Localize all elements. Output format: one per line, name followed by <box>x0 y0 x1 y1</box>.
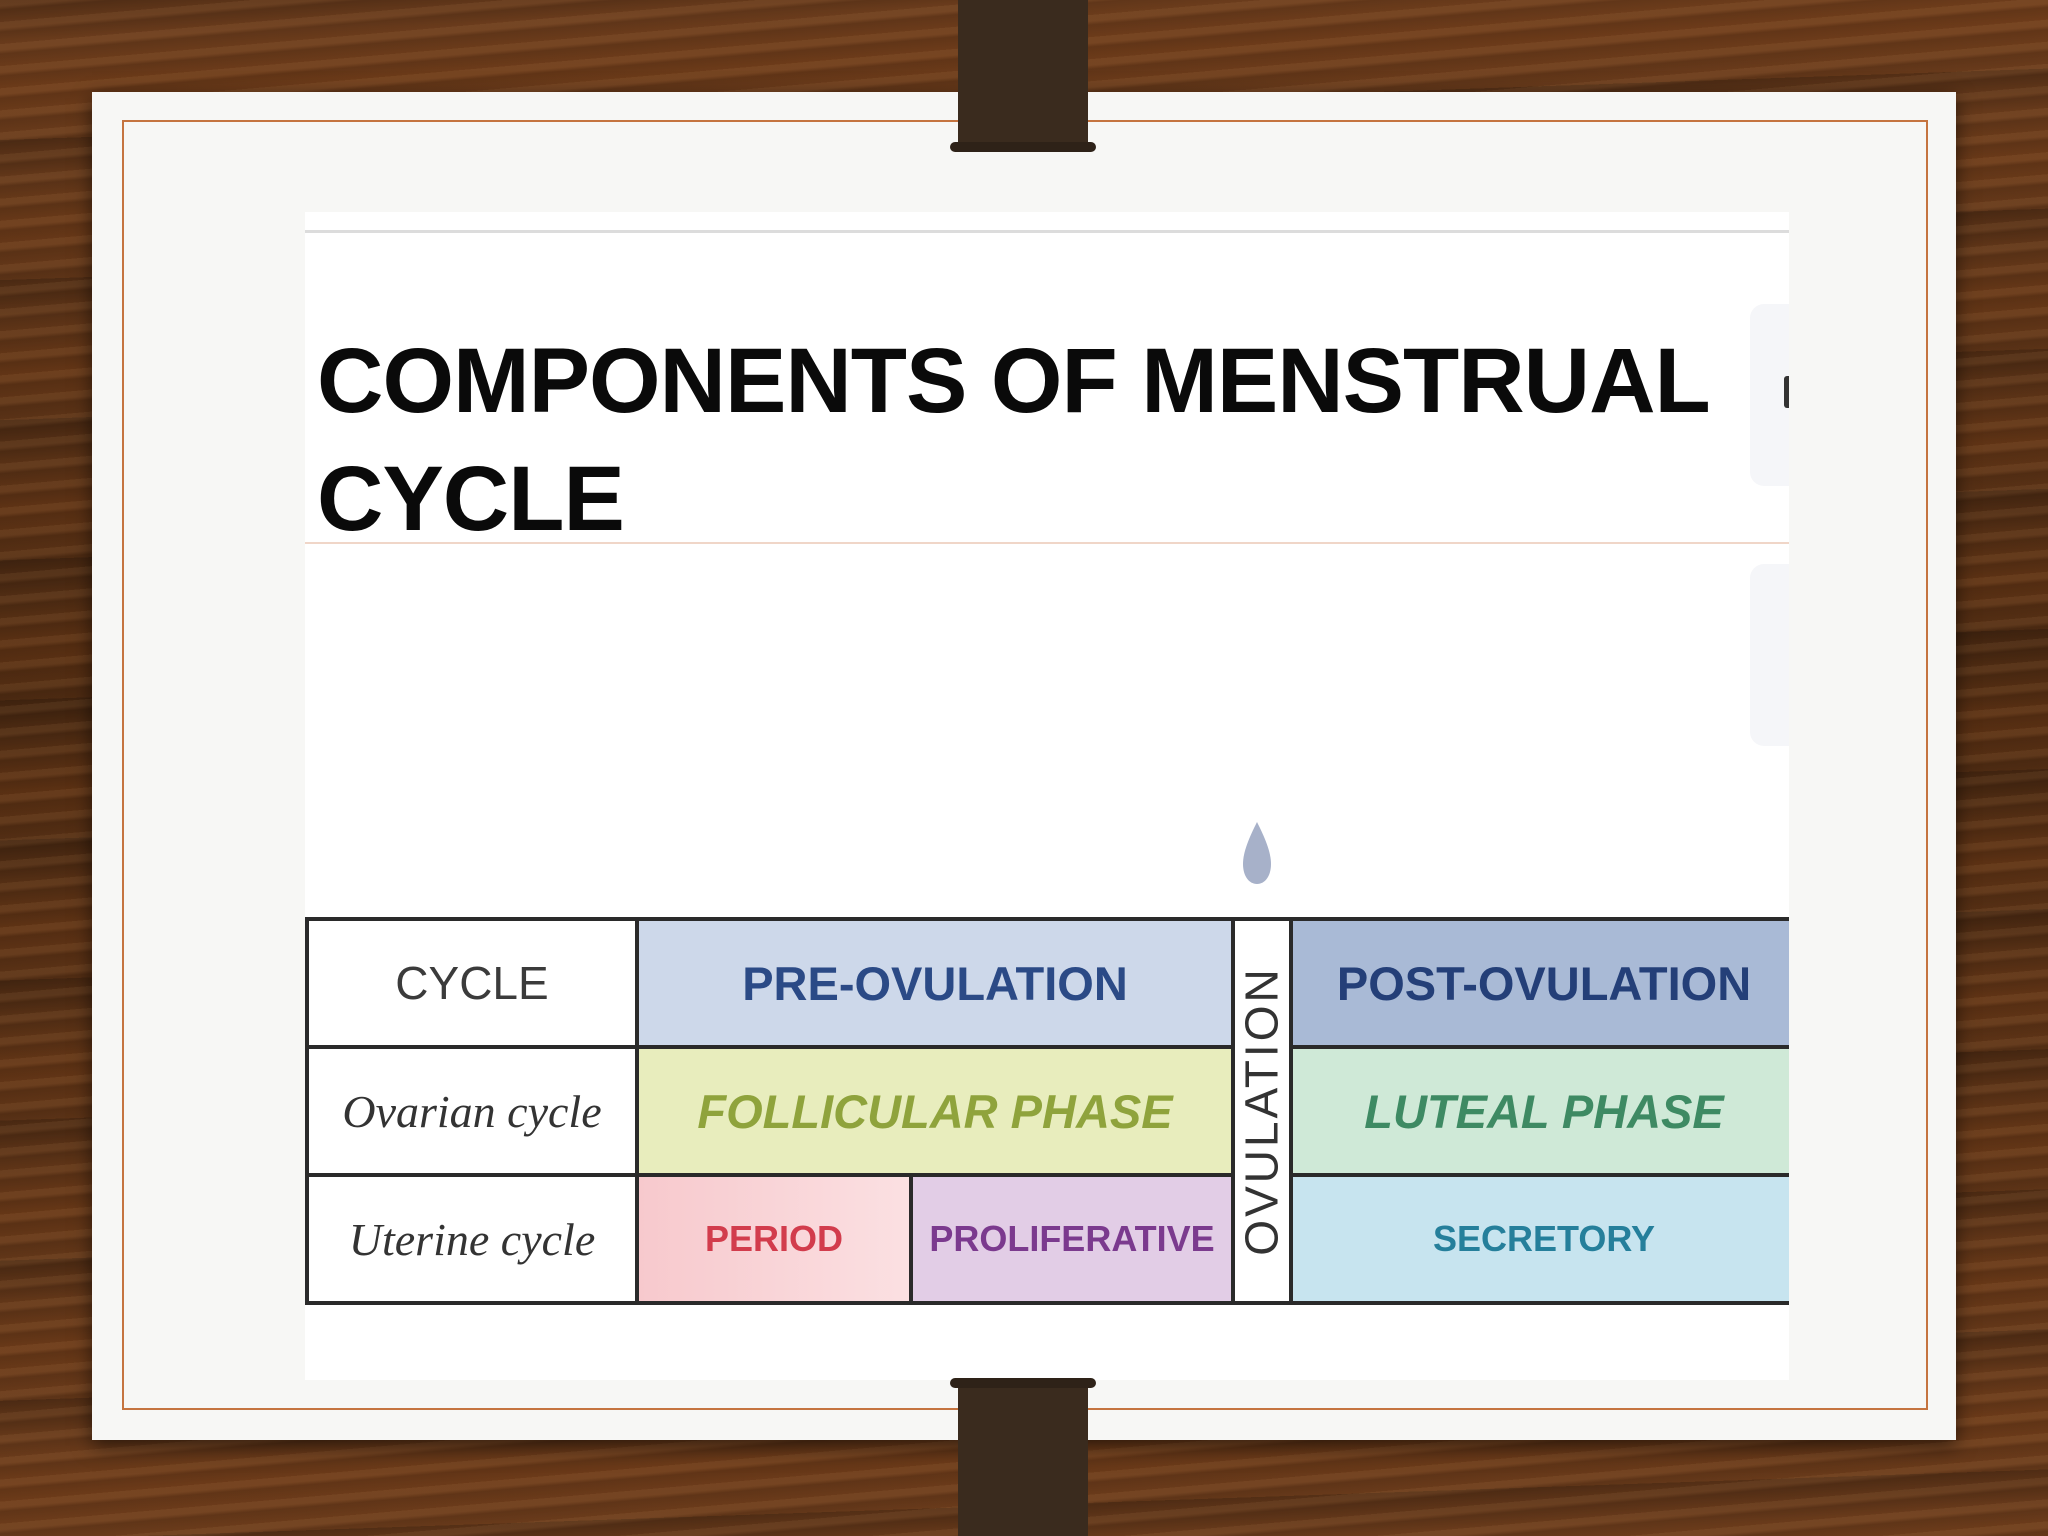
pre-ovulation-header: PRE-OVULATION <box>635 917 1235 1049</box>
binder-clip-bottom <box>958 1380 1088 1536</box>
side-tab-mark <box>1784 376 1789 408</box>
period-label: PERIOD <box>704 1218 844 1259</box>
post-ovulation-label: POST-OVULATION <box>1336 956 1752 1010</box>
follicular-phase-cell: FOLLICULAR PHASE <box>635 1045 1235 1177</box>
title-line-1: COMPONENTS OF MENSTRUAL <box>317 330 1711 432</box>
binder-clip-top <box>958 0 1088 150</box>
ovarian-cycle-cell: Ovarian cycle <box>305 1045 639 1177</box>
slide-image: COMPONENTS OF MENSTRUAL CYCLE CYCLE PRE-… <box>305 212 1789 1380</box>
proliferative-cell: PROLIFERATIVE <box>909 1173 1235 1305</box>
ovarian-cycle-label: Ovarian cycle <box>342 1085 602 1137</box>
uterine-cycle-label: Uterine cycle <box>348 1213 596 1265</box>
period-cell: PERIOD <box>635 1173 913 1305</box>
cycle-header-cell: CYCLE <box>305 917 639 1049</box>
post-ovulation-header: POST-OVULATION <box>1289 917 1789 1049</box>
pre-ovulation-label: PRE-OVULATION <box>742 956 1128 1010</box>
top-divider <box>305 230 1789 233</box>
ovulation-column: OVULATION <box>1231 917 1293 1305</box>
follicular-phase-label: FOLLICULAR PHASE <box>697 1084 1173 1138</box>
uterine-cycle-cell: Uterine cycle <box>305 1173 639 1305</box>
ovulation-label: OVULATION <box>1236 966 1289 1256</box>
binder-clip-bottom-bar <box>950 1378 1096 1388</box>
slide-title: COMPONENTS OF MENSTRUAL CYCLE <box>317 322 1757 558</box>
secretory-cell: SECRETORY <box>1289 1173 1789 1305</box>
secretory-label: SECRETORY <box>1432 1218 1656 1259</box>
side-tab-2 <box>1750 564 1789 746</box>
title-line-2: CYCLE <box>317 448 625 550</box>
luteal-phase-label: LUTEAL PHASE <box>1364 1084 1724 1138</box>
proliferative-label: PROLIFERATIVE <box>929 1218 1215 1259</box>
luteal-phase-cell: LUTEAL PHASE <box>1289 1045 1789 1177</box>
binder-clip-top-bar <box>950 142 1096 152</box>
title-divider <box>305 542 1789 544</box>
cycle-header-label: CYCLE <box>395 957 549 1009</box>
phase-table: CYCLE PRE-OVULATION OVULATION POST-OVULA… <box>305 917 1789 1305</box>
drop-icon <box>1243 822 1271 884</box>
side-tab-1 <box>1750 304 1789 486</box>
